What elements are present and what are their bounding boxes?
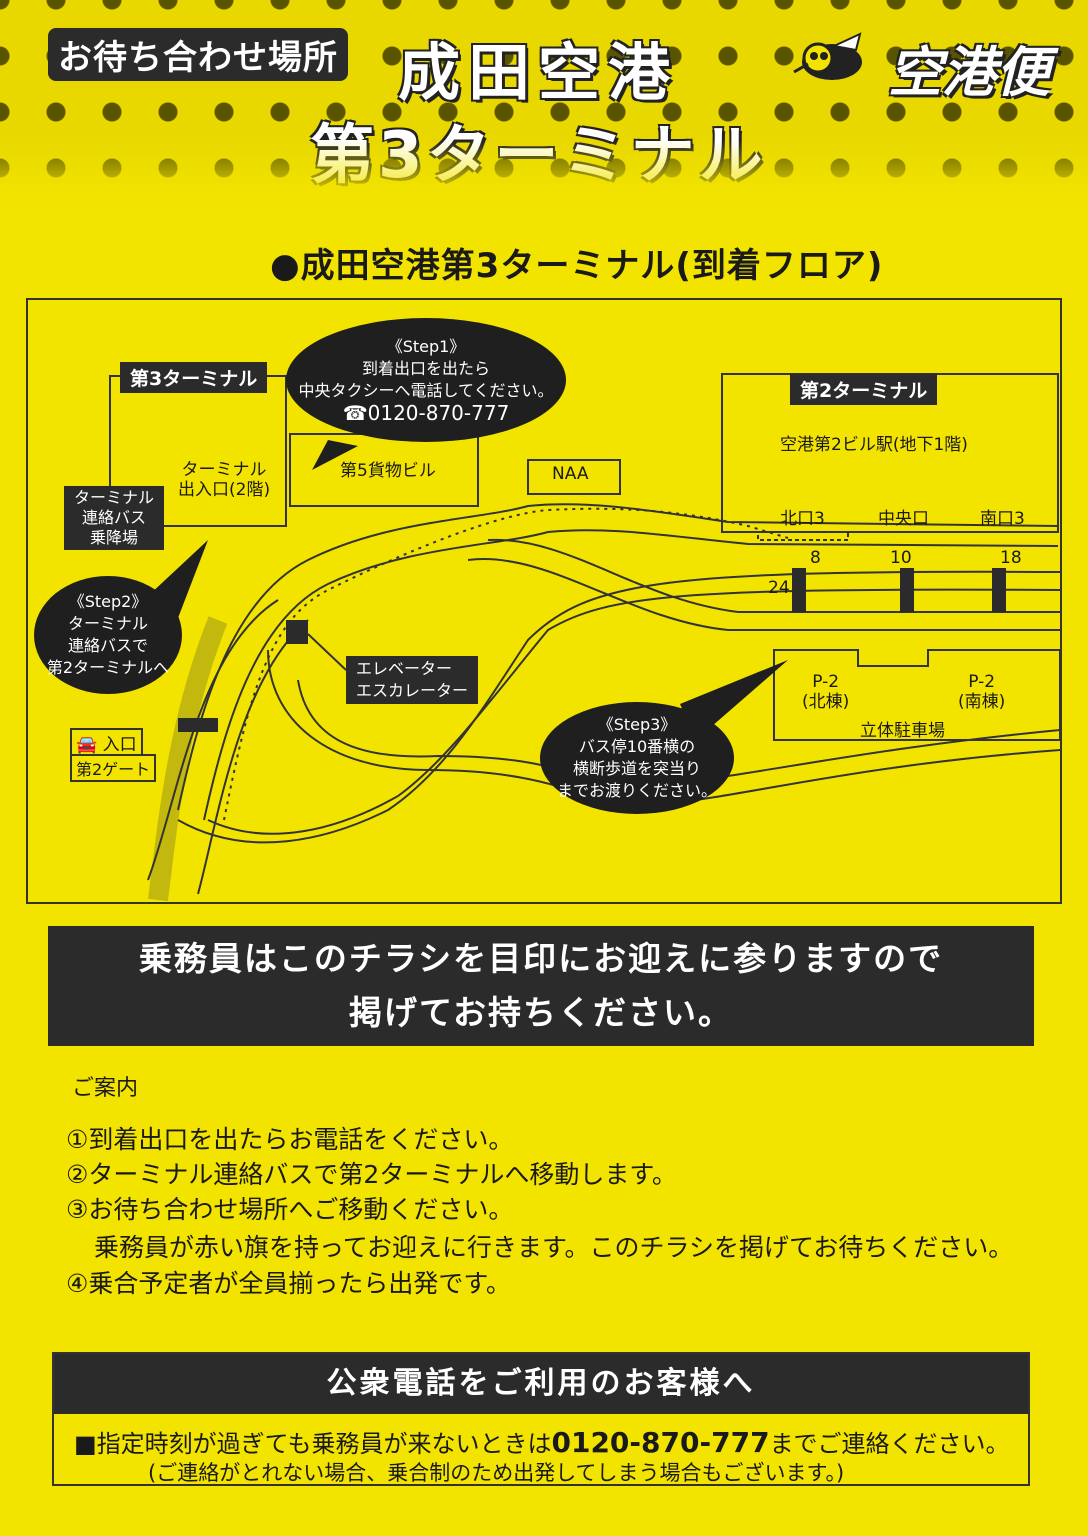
car-icon: 🚘 [76, 735, 98, 755]
phone-number: 0120-870-777 [551, 1426, 770, 1459]
parking-building [773, 649, 1060, 741]
notice-line-1: 乗務員はこのチラシを目印にお迎えに参りますので [138, 939, 944, 978]
step2-line1: ターミナル [67, 614, 148, 633]
phone-heading: 公衆電話をご利用のお客様へ [54, 1354, 1028, 1414]
cargo-label: 第5貨物ビル [340, 461, 436, 481]
north-exit-3: 北口3 [780, 509, 825, 529]
gate-marker [178, 718, 218, 732]
driver-notice: 乗務員はこのチラシを目印にお迎えに参りますので 掲げてお持ちください。 [48, 926, 1034, 1046]
central-exit: 中央口 [878, 509, 929, 529]
step3-line3: までお渡りください。 [556, 781, 717, 800]
guide-item-4: ④乗合予定者が全員揃ったら出発です。 [66, 1269, 511, 1298]
meeting-place-label: お待ち合わせ場所 [48, 28, 348, 81]
gate-label: 第2ゲート [70, 754, 157, 782]
step1-line2: 中央タクシーへ電話してください。 [298, 381, 554, 400]
entrance-box: 🚘 入口 [70, 728, 143, 757]
step2-line2: 連絡バスで [67, 636, 148, 655]
phone-contact-line: ■指定時刻が過ぎても乗務員が来ないときは0120-870-777までご連絡くださ… [74, 1424, 1010, 1459]
terminal-map: 第3ターミナル 第2ターミナル 空港第2ビル駅(地下1階) 第5貨物ビル NAA… [26, 298, 1062, 904]
elevator-marker [286, 620, 308, 644]
bus-stop-8: 8 [810, 548, 821, 568]
header-banner: お待ち合わせ場所 成田空港 第3ターミナル 空港便 [0, 0, 1088, 200]
map-subtitle: ●成田空港第3ターミナル(到着フロア) [270, 246, 884, 286]
bus-stop-10: 10 [890, 548, 912, 568]
bus-stop-18: 18 [1000, 548, 1022, 568]
step2-line3: 第2ターミナルへ [46, 658, 170, 677]
phone-caveat-line: (ご連絡がとれない場合、乗合制のため出発してしまう場合もございます。) [148, 1461, 845, 1485]
p2-north-label: P-2 (北棟) [802, 672, 850, 712]
naa-building [527, 459, 621, 495]
t2-station-label: 空港第2ビル駅(地下1階) [780, 435, 968, 455]
guide-item-3-note: 乗務員が赤い旗を持ってお迎えに行きます。このチラシを掲げてお待ちください。 [94, 1233, 1014, 1262]
step3-line2: 横断歩道を突当り [572, 759, 701, 778]
step1-line1: 到着出口を出たら [361, 359, 490, 378]
title-line-2: 第3ターミナル [310, 119, 767, 193]
bee-mascot-icon [793, 32, 862, 80]
public-phone-section: 公衆電話をご利用のお客様へ ■指定時刻が過ぎても乗務員が来ないときは0120-8… [52, 1352, 1030, 1486]
terminal2-label: 第2ターミナル [790, 374, 938, 405]
step1-phone: ☎0120-870-777 [342, 401, 510, 425]
step1-title: 《Step1》 [386, 337, 466, 356]
step1-bubble: 《Step1》 到着出口を出たら 中央タクシーへ電話してください。 ☎0120-… [286, 318, 566, 442]
company-logo: 空港便 [780, 22, 1070, 104]
guide-item-3: ③お待ち合わせ場所へご移動ください。 [66, 1195, 514, 1224]
map-drawing [109, 373, 1060, 902]
t3-entrance-label: ターミナル 出入口(2階) [178, 460, 271, 500]
phone-line-prefix: ■指定時刻が過ぎても乗務員が来ないときは [74, 1430, 552, 1458]
elevator-label: エレベーター エスカレーター [346, 656, 479, 704]
step2-title: 《Step2》 [68, 592, 148, 611]
guide-item-1: ①到着出口を出たらお電話をください。 [66, 1125, 514, 1154]
bus-stop-label: ターミナル 連絡バス 乗降場 [64, 486, 165, 550]
entrance-label: 入口 [102, 735, 137, 755]
parking-label: 立体駐車場 [860, 721, 945, 741]
guide-item-2: ②ターミナル連絡バスで第2ターミナルへ移動します。 [66, 1160, 677, 1189]
p2-south-label: P-2 (南棟) [958, 672, 1006, 712]
phone-line-suffix: までご連絡ください。 [769, 1430, 1010, 1458]
logo-text: 空港便 [888, 41, 1050, 104]
step3-line1: バス停10番横の [578, 737, 696, 756]
notice-line-2: 掲げてお持ちください。 [348, 993, 733, 1032]
south-exit-3: 南口3 [980, 509, 1025, 529]
step2-bubble: 《Step2》 ターミナル 連絡バスで 第2ターミナルへ [34, 576, 182, 694]
guide-title: ご案内 [72, 1076, 139, 1101]
step3-bubble: 《Step3》 バス停10番横の 横断歩道を突当り までお渡りください。 [540, 702, 734, 814]
naa-label: NAA [552, 464, 589, 484]
step3-title: 《Step3》 [597, 715, 677, 734]
bus-stop-24: 24 [768, 578, 790, 598]
title-line-1: 成田空港 [398, 36, 679, 109]
terminal3-label: 第3ターミナル [120, 362, 268, 393]
